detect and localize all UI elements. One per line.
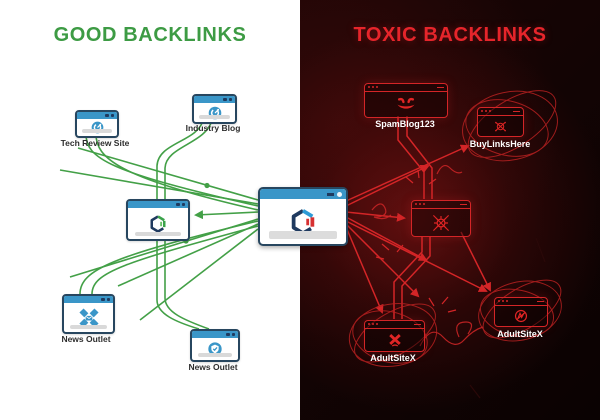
window-titlebar — [260, 189, 346, 199]
site-label-buylinkshere: BuyLinksHere — [469, 139, 531, 149]
scribble-circles — [348, 90, 562, 367]
window-control-dash — [414, 323, 421, 325]
site-window-adultsitex-2 — [494, 297, 548, 327]
window-control-dash — [513, 110, 520, 112]
site-label-adultsitex-1: AdultSiteX — [370, 353, 416, 363]
url-bar — [197, 353, 233, 357]
url-bar — [69, 325, 108, 329]
site-label-news-outlet-1: News Outlet — [61, 334, 111, 344]
window-controls — [368, 323, 378, 325]
window-controls — [368, 86, 378, 88]
minimize-control — [327, 193, 334, 196]
window-titlebar — [412, 201, 470, 209]
devil-face-icon — [397, 97, 415, 109]
crossed-circle-icon — [495, 121, 506, 131]
site-window-industry-blog — [192, 94, 237, 124]
site-window-news-outlet-2 — [190, 329, 240, 362]
break-marks — [375, 169, 457, 313]
window-control-dash — [437, 86, 444, 88]
window-control-dash — [537, 300, 544, 302]
window-titlebar — [365, 321, 424, 329]
window-titlebar — [64, 296, 113, 303]
bold-x-icon — [388, 333, 401, 347]
url-bar — [198, 115, 231, 119]
link-node-dot — [204, 182, 210, 189]
good-backlinks-title: GOOD BACKLINKS — [53, 24, 247, 46]
toxic-link-lines — [345, 116, 491, 319]
window-titlebar — [478, 108, 523, 116]
window-titlebar — [194, 96, 235, 103]
site-window-good-partner — [126, 199, 190, 241]
shield-check-icon — [208, 342, 222, 356]
burst-envelope-icon — [78, 307, 99, 328]
toxic-backlinks-panel — [300, 0, 600, 420]
window-titlebar — [365, 84, 447, 92]
window-controls — [415, 203, 425, 205]
site-window-news-outlet-1 — [62, 294, 115, 334]
site-label-industry-blog: Industry Blog — [185, 123, 241, 133]
site-window-tech-review — [75, 110, 119, 138]
window-controls — [498, 300, 508, 302]
toxic-backlinks-title: TOXIC BACKLINKS — [353, 24, 547, 46]
site-label-news-outlet-2: News Outlet — [188, 362, 238, 372]
window-titlebar — [495, 298, 547, 306]
site-window-spamblog — [364, 83, 448, 118]
site-window-adultsitex-1 — [364, 320, 425, 352]
window-titlebar — [192, 331, 238, 338]
site-window-buylinkshere — [477, 107, 524, 137]
background-scratches — [469, 237, 546, 399]
window-controls — [481, 110, 491, 112]
window-control-dash — [460, 203, 467, 205]
good-link-lines — [59, 119, 259, 330]
center-site-window — [258, 187, 348, 246]
url-bar — [81, 129, 113, 133]
window-titlebar — [128, 201, 188, 208]
crossed-virus-icon — [432, 214, 450, 231]
url-bar — [135, 232, 181, 236]
cube-logo-green — [150, 214, 166, 233]
squiggle-decorations — [371, 164, 484, 347]
window-controls — [176, 203, 185, 206]
close-control — [337, 191, 342, 197]
site-window-virus-hub — [411, 200, 471, 237]
window-controls — [226, 333, 235, 336]
window-controls — [101, 298, 110, 301]
site-label-tech-review: Tech Review Site — [60, 138, 130, 148]
window-controls — [105, 114, 114, 117]
search-bar — [268, 231, 338, 239]
site-label-spamblog: SpamBlog123 — [375, 119, 435, 129]
window-titlebar — [77, 112, 117, 119]
site-label-adultsitex-2: AdultSiteX — [497, 329, 543, 339]
window-controls — [223, 98, 232, 101]
no-entry-zigzag-icon — [514, 309, 528, 323]
